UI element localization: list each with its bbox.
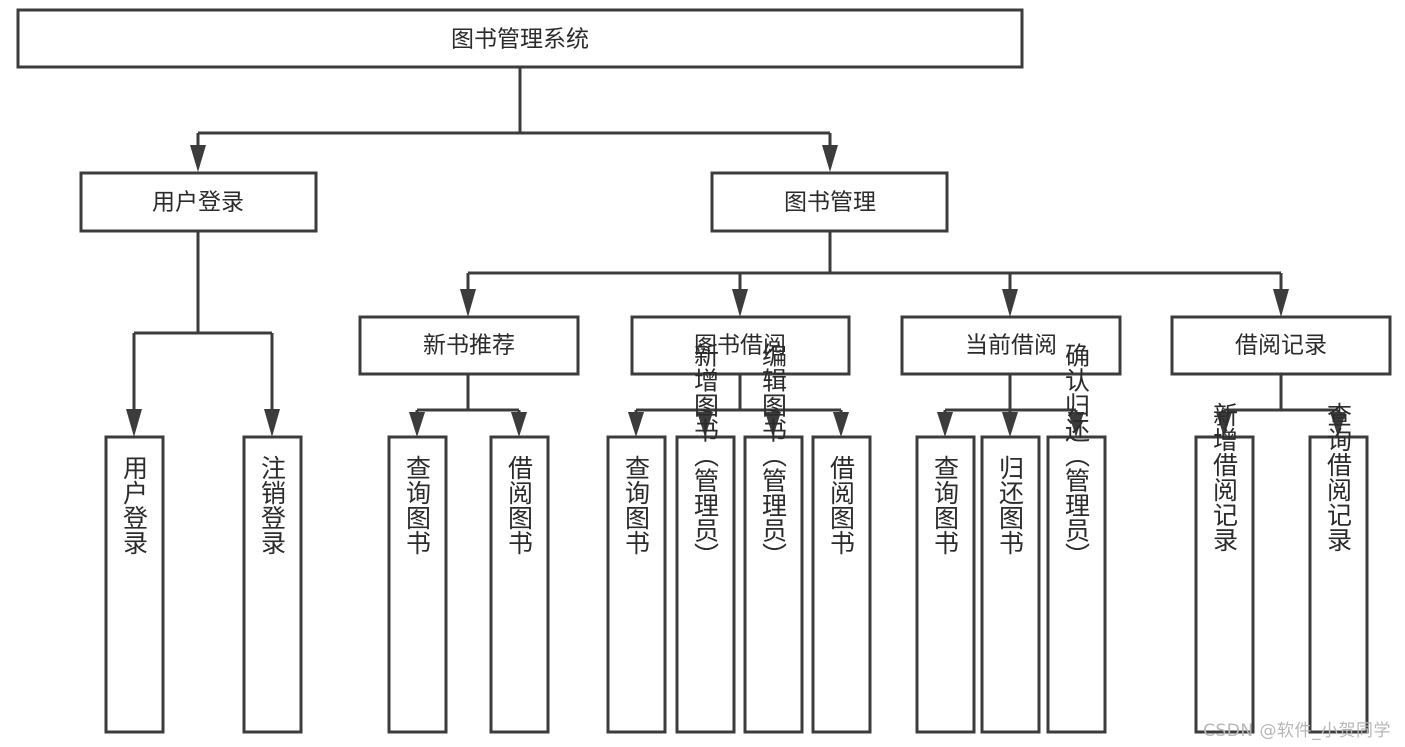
node-root-label: 图书管理系统 [451, 27, 589, 53]
leaf-borrow-book-1-label: 借阅图书 [505, 455, 534, 555]
arrowhead-book-manage [822, 145, 838, 172]
arrowhead-leaf-query-book-2 [628, 412, 644, 437]
arrowhead-leaf-user-login [126, 409, 142, 437]
node-book-manage-box[interactable] [710, 171, 949, 233]
arrowhead-user-login [190, 145, 206, 172]
leaf-confirm-return[interactable]: 确认归还（管理员） [1046, 343, 1107, 734]
node-borrow-record[interactable]: 借阅记录 [1170, 315, 1392, 376]
node-book-borrow[interactable]: 图书借阅 [630, 315, 851, 376]
arrowhead-current-borrow [1002, 289, 1018, 317]
arrowhead-book-borrow [732, 289, 748, 317]
node-new-book-recommend-label: 新书推荐 [423, 333, 515, 359]
leaf-confirm-return-label: 确认归还（管理员） [1062, 343, 1091, 568]
leaf-return-book[interactable]: 归还图书 [980, 435, 1041, 734]
leaf-query-book-1-box[interactable] [387, 435, 448, 734]
arrowhead-leaf-borrow-book-2 [833, 412, 849, 437]
arrowhead-leaf-edit-book [765, 412, 781, 437]
leaf-borrow-book-1-box[interactable] [489, 435, 550, 734]
arrowhead-leaf-logout [264, 409, 280, 437]
leaf-query-book-3-label: 查询图书 [931, 455, 960, 555]
node-current-borrow-label: 当前借阅 [965, 333, 1057, 359]
leaf-logout-box[interactable] [242, 435, 303, 734]
arrowhead-leaf-query-book-3 [937, 412, 953, 437]
leaf-query-book-1-label: 查询图书 [403, 455, 432, 555]
node-user-login-label: 用户登录 [152, 190, 244, 216]
leaf-query-book-2-box[interactable] [606, 435, 667, 734]
node-root[interactable]: 图书管理系统 [16, 8, 1024, 69]
arrowhead-leaf-add-book [697, 412, 713, 437]
node-borrow-record-label: 借阅记录 [1235, 333, 1327, 359]
leaf-borrow-book-2[interactable]: 借阅图书 [811, 435, 872, 734]
leaf-query-book-2[interactable]: 查询图书 [606, 435, 667, 734]
node-new-book-recommend-box[interactable] [358, 315, 580, 376]
leaf-borrow-book-1[interactable]: 借阅图书 [489, 435, 550, 734]
leaf-return-book-box[interactable] [980, 435, 1041, 734]
leaf-borrow-book-2-label: 借阅图书 [827, 455, 856, 555]
leaf-return-book-label: 归还图书 [996, 455, 1025, 555]
leaf-confirm-return-box[interactable] [1046, 435, 1107, 734]
leaf-logout[interactable]: 注销登录 [242, 435, 303, 734]
leaf-edit-book-box[interactable] [743, 435, 804, 734]
connector-layer [126, 67, 1346, 437]
node-book-manage[interactable]: 图书管理 [710, 171, 949, 233]
node-current-borrow[interactable]: 当前借阅 [900, 315, 1122, 376]
leaf-query-book-3-box[interactable] [915, 435, 976, 734]
leaf-query-record-box[interactable] [1308, 435, 1369, 734]
leaf-borrow-book-2-box[interactable] [811, 435, 872, 734]
leaf-add-record[interactable]: 新增借阅记录 [1194, 402, 1255, 734]
leaf-user-login[interactable]: 用户登录 [104, 435, 165, 734]
node-book-manage-label: 图书管理 [784, 190, 876, 216]
arrowhead-leaf-confirm-return [1068, 412, 1084, 437]
arrowhead-leaf-query-record [1330, 412, 1346, 437]
leaf-add-book[interactable]: 新增图书（管理员） [675, 343, 736, 734]
leaf-logout-label: 注销登录 [258, 455, 287, 555]
leaf-add-record-label: 新增借阅记录 [1210, 402, 1239, 552]
arrowhead-new-book-recommend [460, 289, 476, 317]
node-user-login-box[interactable] [79, 171, 318, 233]
arrowhead-leaf-return-book [1002, 412, 1018, 437]
leaf-query-book-1[interactable]: 查询图书 [387, 435, 448, 734]
node-root-box[interactable] [16, 8, 1024, 69]
leaf-user-login-label: 用户登录 [120, 455, 149, 555]
leaf-query-record-label: 查询借阅记录 [1324, 402, 1353, 552]
leaf-user-login-box[interactable] [104, 435, 165, 734]
leaf-add-book-box[interactable] [675, 435, 736, 734]
leaf-query-book-2-label: 查询图书 [622, 455, 651, 555]
leaf-query-book-3[interactable]: 查询图书 [915, 435, 976, 734]
arrowhead-leaf-query-book-1 [409, 412, 425, 437]
leaf-query-record[interactable]: 查询借阅记录 [1308, 402, 1369, 734]
csdn-watermark: CSDN @软件_小贺同学 [1203, 721, 1391, 741]
node-user-login[interactable]: 用户登录 [79, 171, 318, 233]
node-current-borrow-box[interactable] [900, 315, 1122, 376]
node-book-borrow-label: 图书借阅 [694, 333, 786, 359]
node-new-book-recommend[interactable]: 新书推荐 [358, 315, 580, 376]
node-book-borrow-box[interactable] [630, 315, 851, 376]
arrowhead-leaf-borrow-book-1 [511, 412, 527, 437]
leaf-add-book-label: 新增图书（管理员） [691, 343, 720, 568]
arrowhead-leaf-add-record [1216, 412, 1232, 437]
leaf-add-record-box[interactable] [1194, 435, 1255, 734]
leaf-edit-book[interactable]: 编辑图书（管理员） [743, 343, 804, 734]
arrowhead-borrow-record [1273, 289, 1289, 317]
leaf-edit-book-label: 编辑图书（管理员） [759, 343, 788, 568]
node-borrow-record-box[interactable] [1170, 315, 1392, 376]
